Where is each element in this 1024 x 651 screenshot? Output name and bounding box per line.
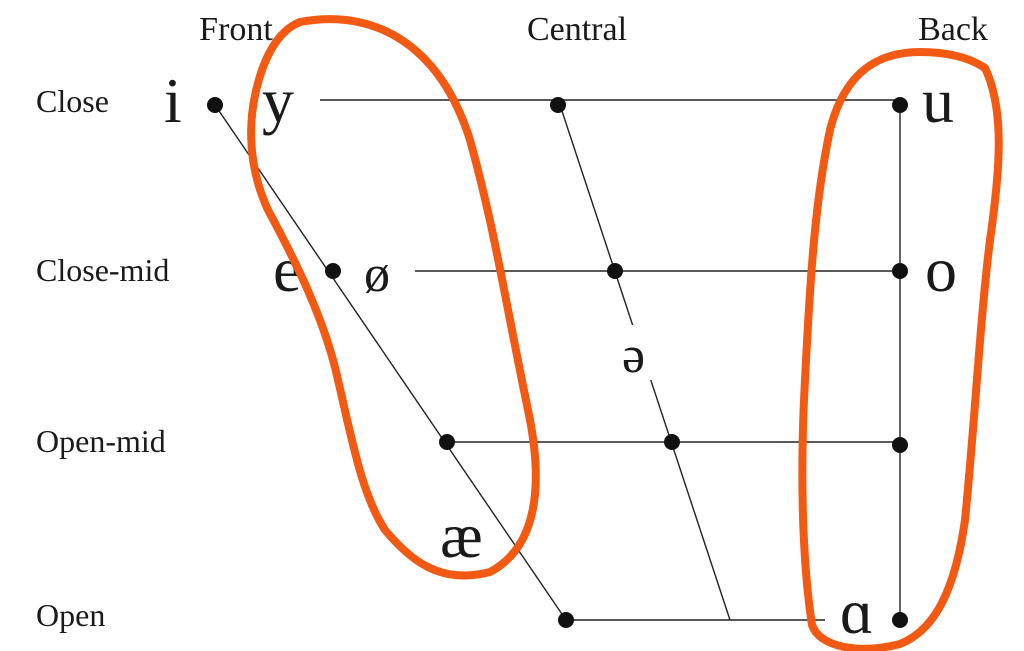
chart-lines bbox=[214, 99, 901, 621]
dot-open-front bbox=[558, 612, 574, 628]
dot-close-mid-back bbox=[892, 263, 908, 279]
dot-open-mid-central bbox=[664, 434, 680, 450]
vowel-dots bbox=[207, 97, 908, 628]
dot-close-central bbox=[550, 97, 566, 113]
column-label-front: Front bbox=[199, 11, 273, 48]
row-label-close-mid: Close-mid bbox=[36, 252, 169, 288]
vowel-u: u bbox=[922, 65, 954, 136]
front-edge-line bbox=[214, 104, 567, 621]
dot-close-mid-central bbox=[607, 263, 623, 279]
dot-open-back bbox=[892, 612, 908, 628]
row-label-open: Open bbox=[36, 597, 105, 633]
vowel-y: y bbox=[262, 65, 294, 136]
row-label-close: Close bbox=[36, 83, 109, 119]
back-rounded-highlight-loop bbox=[798, 48, 1003, 651]
vowel-ae: æ bbox=[440, 500, 483, 571]
vowel-o: o bbox=[925, 234, 957, 305]
front-rounded-highlight-loop bbox=[247, 15, 540, 580]
dot-open-mid-front bbox=[439, 434, 455, 450]
vowel-i: i bbox=[164, 65, 182, 136]
vowel-o-slash: ø bbox=[364, 246, 390, 303]
vowel-schwa: ə bbox=[622, 327, 645, 384]
dot-close-front bbox=[207, 97, 223, 113]
column-label-central: Central bbox=[527, 11, 627, 48]
column-label-back: Back bbox=[918, 11, 988, 48]
dot-close-mid-front bbox=[325, 263, 341, 279]
row-label-open-mid: Open-mid bbox=[36, 423, 166, 459]
vowel-script-a: ɑ bbox=[840, 576, 873, 647]
schwa-background bbox=[610, 325, 660, 380]
dot-open-mid-back bbox=[892, 437, 908, 453]
dot-close-back bbox=[892, 97, 908, 113]
